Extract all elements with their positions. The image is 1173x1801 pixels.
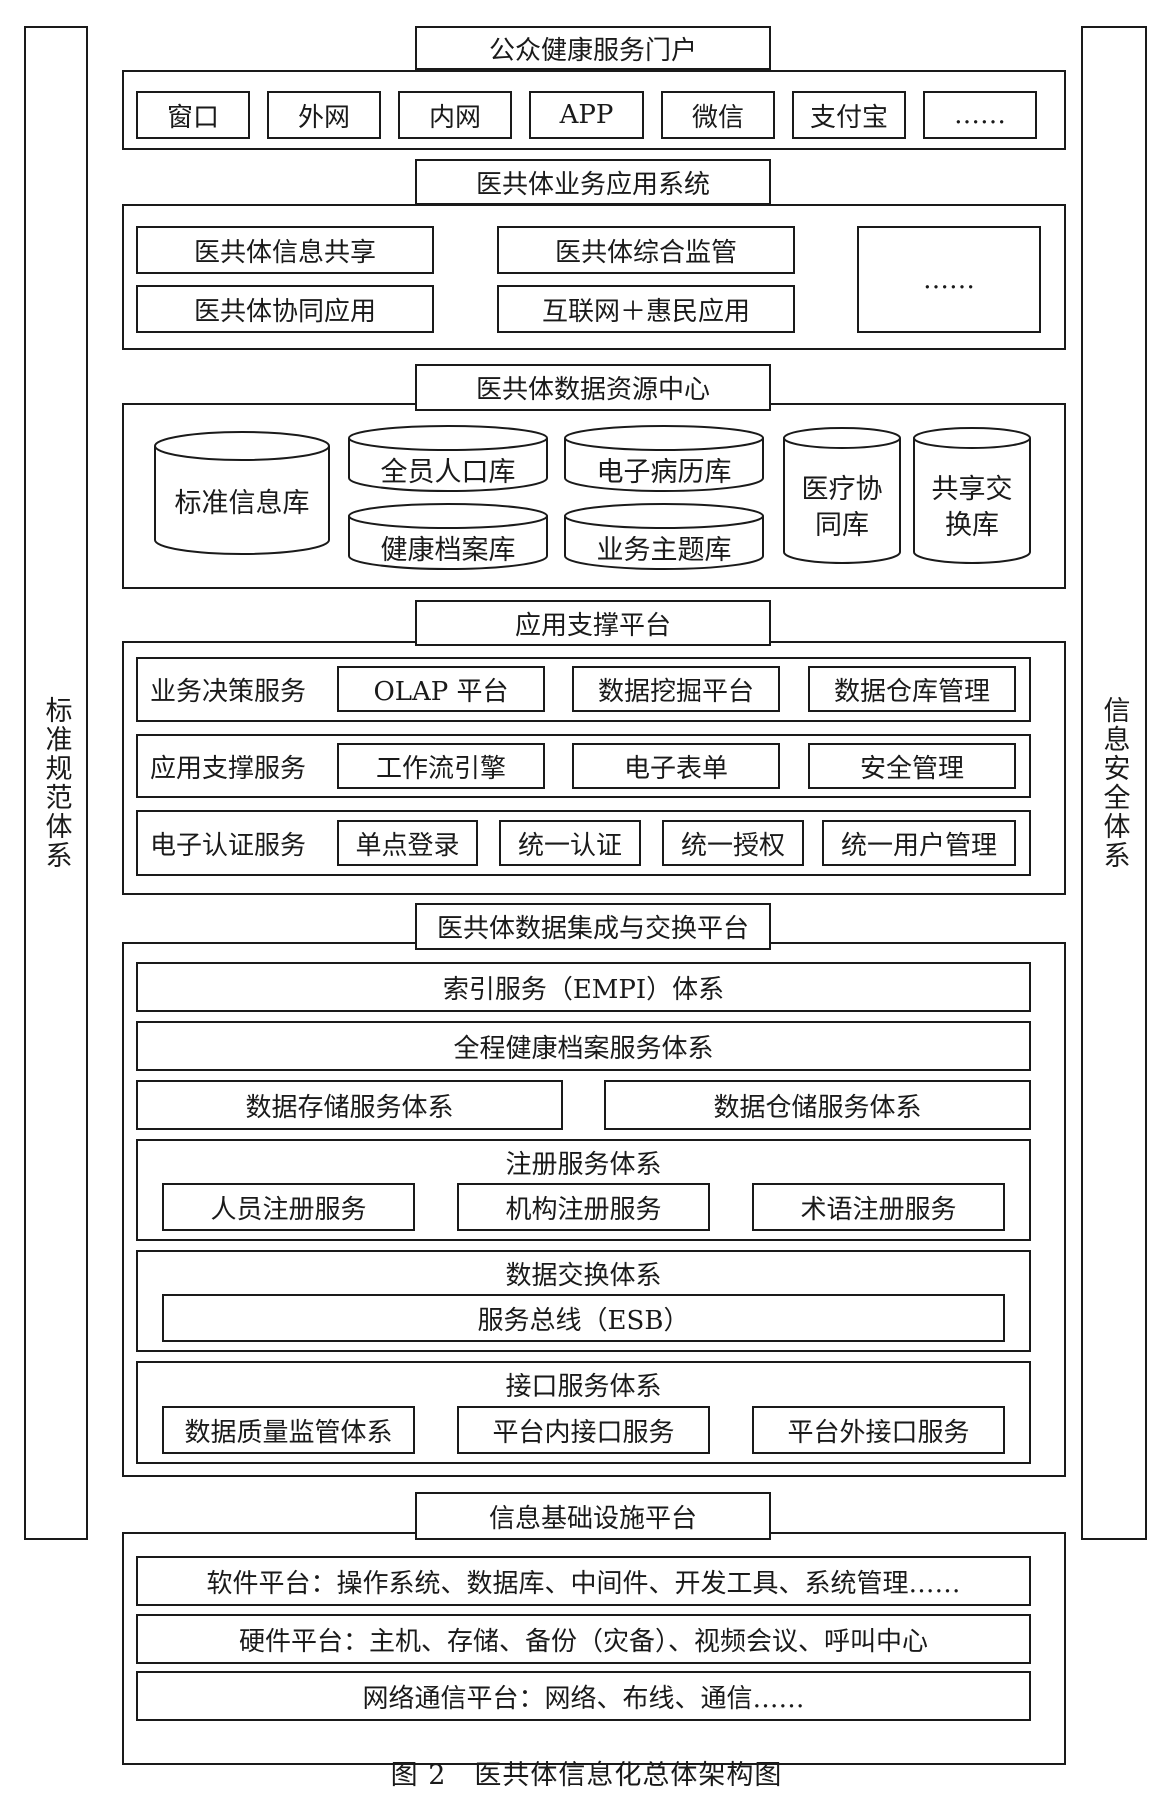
portal-item-extranet: 外网 <box>267 91 381 139</box>
standard-db-label: 标准信息库 <box>174 487 310 519</box>
registry-institution: 机构注册服务 <box>457 1183 710 1231</box>
business-item-more: …… <box>857 226 1041 333</box>
exchange-esb: 服务总线（ESB） <box>162 1294 1005 1342</box>
support-security: 安全管理 <box>808 743 1016 789</box>
interface-internal: 平台内接口服务 <box>457 1406 710 1454</box>
security-rail: 信息安全体系 <box>1081 26 1147 1540</box>
registry-terminology: 术语注册服务 <box>752 1183 1005 1231</box>
health-records-db-cylinder <box>348 503 548 570</box>
infrastructure-software: 软件平台：操作系统、数据库、中间件、开发工具、系统管理…… <box>136 1556 1031 1606</box>
exchange-db-cylinder <box>913 427 1031 564</box>
support-eform: 电子表单 <box>572 743 780 789</box>
support-olap: OLAP 平台 <box>337 666 545 712</box>
exchange-title: 数据交换体系 <box>505 1260 662 1291</box>
exchange-db-label-line1: 共享交 <box>931 473 1013 505</box>
business-title: 医共体业务应用系统 <box>415 159 771 205</box>
collab-db-label-line1: 医疗协 <box>801 473 883 505</box>
portal-item-wechat: 微信 <box>661 91 775 139</box>
support-unified-auth: 统一认证 <box>499 820 641 866</box>
support-unified-authorization: 统一授权 <box>662 820 804 866</box>
standards-rail-label: 标准规范体系 <box>40 696 72 870</box>
portal-item-app: APP <box>529 91 644 139</box>
support-user-management: 统一用户管理 <box>822 820 1016 866</box>
business-item-info-sharing: 医共体信息共享 <box>136 226 434 274</box>
population-db-label: 全员人口库 <box>380 456 516 488</box>
datacenter-title: 医共体数据资源中心 <box>415 364 771 411</box>
exchange-section <box>136 1250 1031 1352</box>
support-workflow: 工作流引擎 <box>337 743 545 789</box>
support-row-app <box>136 734 1031 798</box>
interface-quality: 数据质量监管体系 <box>162 1406 415 1454</box>
population-db-cylinder <box>348 425 548 492</box>
integration-storage: 数据存储服务体系 <box>136 1080 563 1130</box>
portal-item-alipay: 支付宝 <box>792 91 906 139</box>
business-item-collaboration: 医共体协同应用 <box>136 285 434 333</box>
support-row-decision-label: 业务决策服务 <box>150 676 307 707</box>
business-item-internet-plus: 互联网＋惠民应用 <box>497 285 795 333</box>
integration-health-record: 全程健康档案服务体系 <box>136 1021 1031 1071</box>
emr-db-cylinder <box>564 425 764 492</box>
interface-external: 平台外接口服务 <box>752 1406 1005 1454</box>
portal-item-more: …… <box>923 91 1037 139</box>
support-data-mining: 数据挖掘平台 <box>572 666 780 712</box>
portal-title: 公众健康服务门户 <box>415 26 771 70</box>
support-row-auth <box>136 810 1031 876</box>
registry-person: 人员注册服务 <box>162 1183 415 1231</box>
support-data-warehouse: 数据仓库管理 <box>808 666 1016 712</box>
support-row-auth-label: 电子认证服务 <box>150 830 307 861</box>
registry-section <box>136 1139 1031 1241</box>
portal-item-window: 窗口 <box>136 91 250 139</box>
business-topic-db-cylinder <box>564 503 764 570</box>
infrastructure-title: 信息基础设施平台 <box>415 1492 771 1540</box>
collab-db-label-line2: 同库 <box>815 509 869 541</box>
support-row-app-label: 应用支撑服务 <box>150 753 307 784</box>
integration-empi: 索引服务（EMPI）体系 <box>136 962 1031 1012</box>
exchange-db-label-line2: 换库 <box>945 509 999 541</box>
registry-title: 注册服务体系 <box>505 1149 662 1180</box>
figure-caption: 图 2 医共体信息化总体架构图 <box>390 1759 783 1791</box>
integration-title: 医共体数据集成与交换平台 <box>415 903 771 950</box>
support-sso: 单点登录 <box>337 820 478 866</box>
business-item-supervision: 医共体综合监管 <box>497 226 795 274</box>
standards-rail: 标准规范体系 <box>24 26 88 1540</box>
security-rail-label: 信息安全体系 <box>1098 696 1130 870</box>
infrastructure-network: 网络通信平台：网络、布线、通信…… <box>136 1671 1031 1721</box>
support-title: 应用支撑平台 <box>415 600 771 646</box>
emr-db-label: 电子病历库 <box>596 456 732 488</box>
health-records-db-label: 健康档案库 <box>380 534 516 566</box>
business-section <box>122 204 1066 350</box>
infrastructure-hardware: 硬件平台：主机、存储、备份（灾备）、视频会议、呼叫中心 <box>136 1614 1031 1664</box>
support-row-decision <box>136 657 1031 722</box>
interface-title: 接口服务体系 <box>505 1371 662 1402</box>
interface-section <box>136 1361 1031 1464</box>
portal-item-intranet: 内网 <box>398 91 512 139</box>
collab-db-cylinder <box>783 427 901 564</box>
portal-section <box>122 70 1066 150</box>
business-topic-db-label: 业务主题库 <box>596 534 732 566</box>
integration-warehouse: 数据仓储服务体系 <box>604 1080 1031 1130</box>
standard-db-cylinder <box>154 431 330 555</box>
